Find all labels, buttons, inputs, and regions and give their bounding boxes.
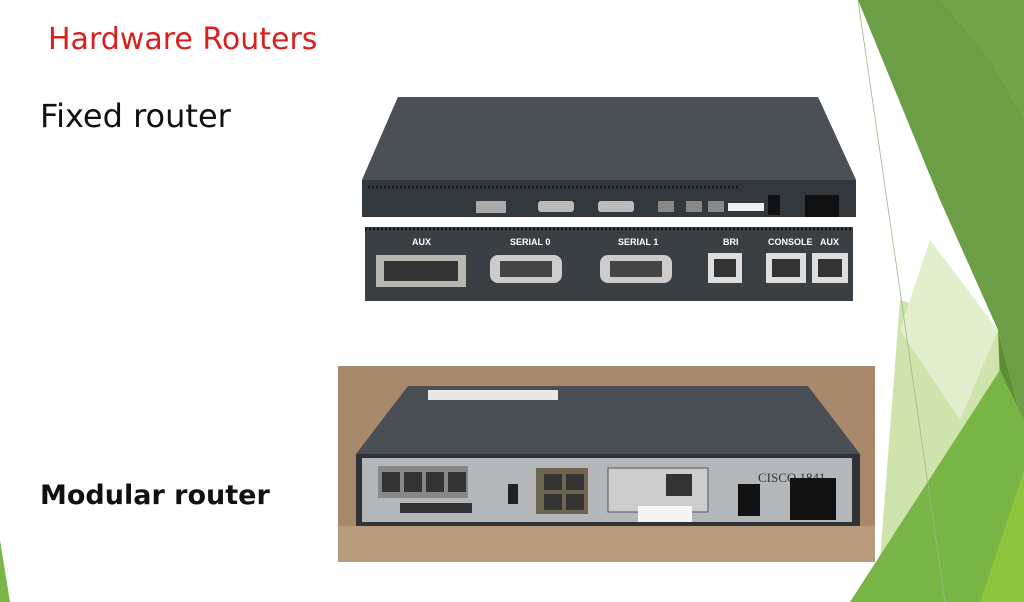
port-label-aux: AUX — [412, 237, 431, 247]
slide-title: Hardware Routers — [48, 22, 318, 57]
port-label-serial0: SERIAL 0 — [510, 237, 550, 247]
modular-router-image: CISCO 1841 — [338, 366, 875, 562]
modular-router-label: Modular router — [40, 480, 270, 511]
fixed-router-label: Fixed router — [40, 97, 231, 135]
port-label-bri: BRI — [723, 237, 739, 247]
port-labels: AUX SERIAL 0 SERIAL 1 BRI CONSOLE AUX — [412, 237, 839, 247]
port-label-console: CONSOLE — [768, 237, 813, 247]
fixed-router-image: AUX SERIAL 0 SERIAL 1 BRI CONSOLE AUX — [362, 97, 856, 301]
port-label-serial1: SERIAL 1 — [618, 237, 658, 247]
port-label-aux2: AUX — [820, 237, 839, 247]
